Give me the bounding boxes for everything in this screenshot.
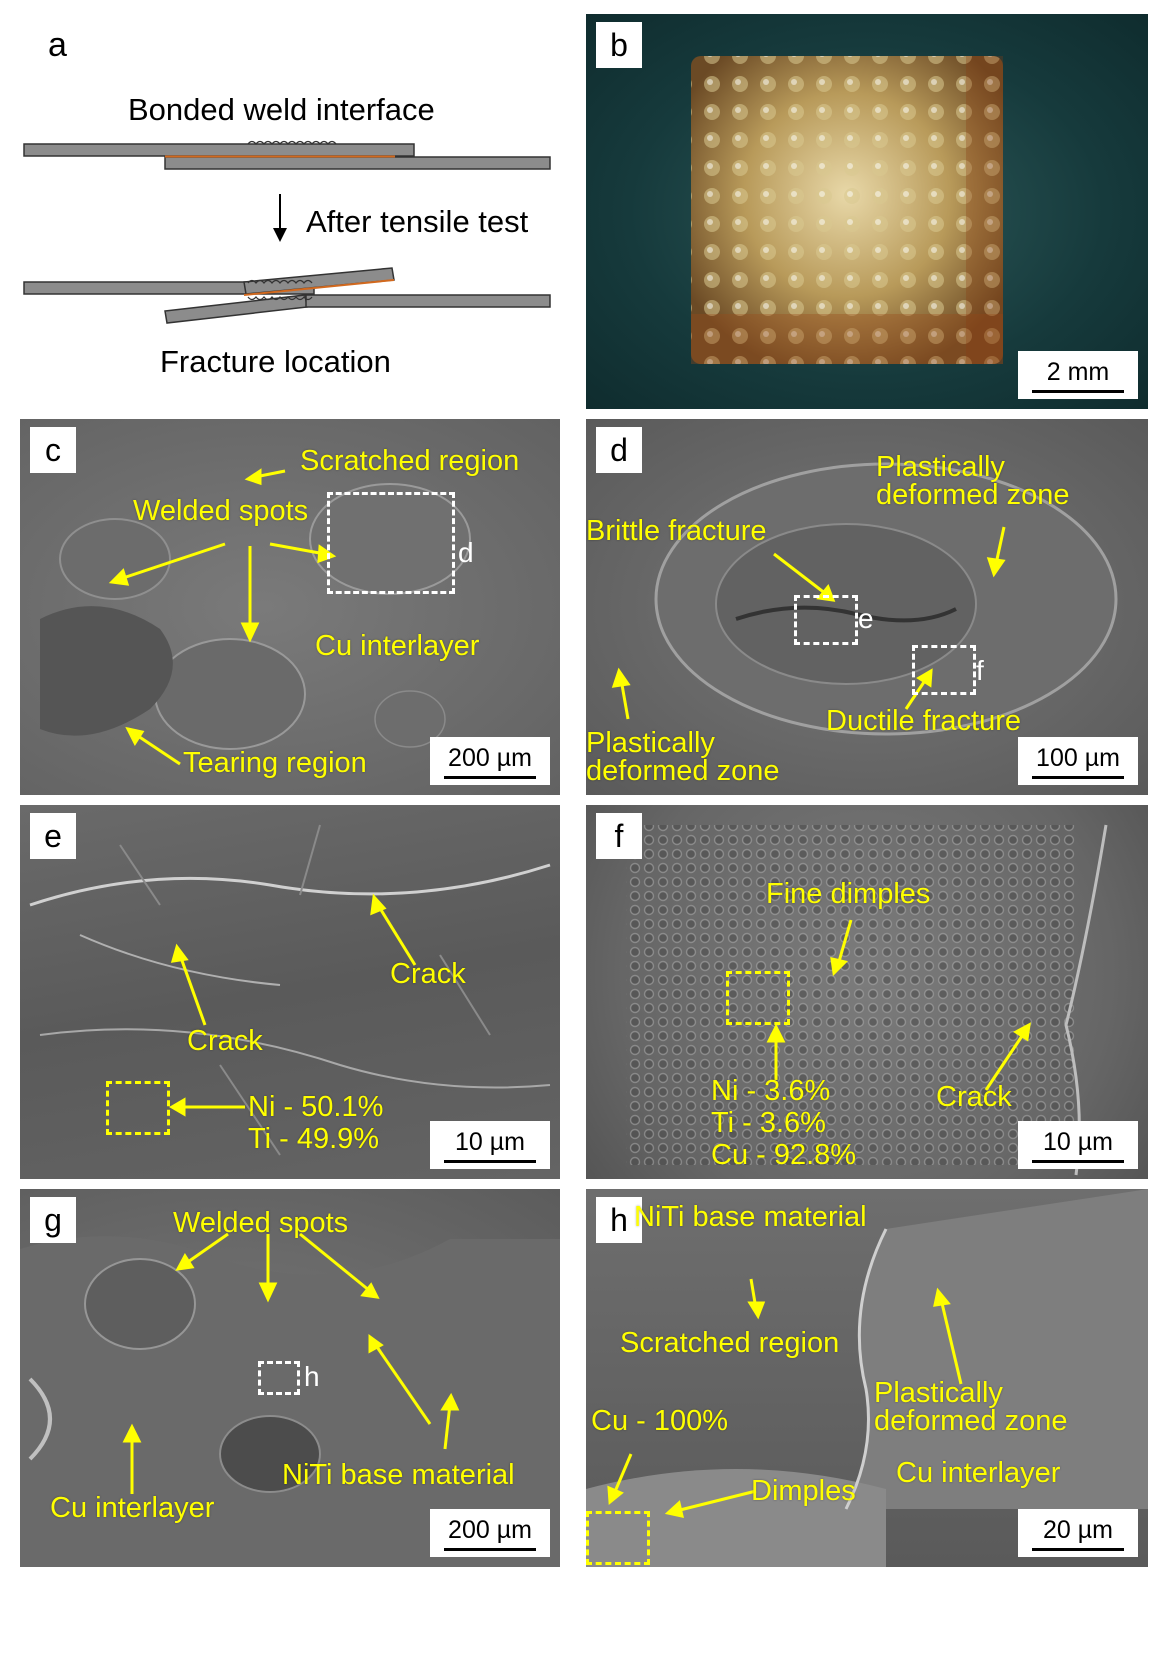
plastic-zone-top-line1: Plastically xyxy=(876,451,1005,483)
niti-base-label-g: NiTi base material xyxy=(282,1459,515,1491)
eds-cu-f: Cu - 92.8% xyxy=(711,1139,857,1171)
cu-interlayer-label-h: Cu interlayer xyxy=(896,1457,1061,1489)
detail-box-d-label: d xyxy=(458,537,474,568)
sem-texture-f xyxy=(626,824,1108,1176)
eds-box-f xyxy=(726,971,790,1025)
plastic-zone-top-line2: deformed zone xyxy=(876,479,1070,511)
eds-box-e xyxy=(106,1081,170,1135)
tearing-region-label: Tearing region xyxy=(183,747,367,779)
plastic-zone-h-line2: deformed zone xyxy=(874,1405,1068,1437)
eds-ni-f: Ni - 3.6% xyxy=(711,1075,831,1107)
panel-label-c: c xyxy=(30,427,76,473)
detail-box-e xyxy=(794,595,858,645)
scale-bar-d: 100 µm xyxy=(1018,737,1138,785)
detail-box-f-label: f xyxy=(976,655,984,686)
eds-ti-f: Ti - 3.6% xyxy=(711,1107,826,1139)
scale-text-h: 20 µm xyxy=(1043,1515,1113,1544)
after-tensile-test-label: After tensile test xyxy=(306,204,529,239)
scale-bar-f: 10 µm xyxy=(1018,1121,1138,1169)
cu-100-label: Cu - 100% xyxy=(591,1405,729,1437)
scale-bar-g: 200 µm xyxy=(430,1509,550,1557)
crack-label-f: Crack xyxy=(936,1081,1012,1113)
panel-a-schematic: a Bonded weld interface After tensile te… xyxy=(20,14,560,409)
fine-dimples-label: Fine dimples xyxy=(766,878,931,910)
scale-text-e: 10 µm xyxy=(455,1127,525,1156)
panel-f-sem: f Fine dimples Ni - 3.6% Ti - 3.6% Cu - … xyxy=(586,805,1148,1179)
scale-text-g: 200 µm xyxy=(448,1515,532,1544)
sem-texture-d xyxy=(611,462,1118,736)
panel-h-sem: h NiTi base material Scratched region Pl… xyxy=(586,1189,1148,1567)
annotation-arrows-f xyxy=(766,919,1031,1091)
panel-label-d: d xyxy=(596,427,642,473)
plastic-zone-bottom-line1: Plastically xyxy=(586,727,715,759)
welded-spots-label: Welded spots xyxy=(133,495,309,527)
scale-bar-e: 10 µm xyxy=(430,1121,550,1169)
annotation-arrows-e xyxy=(169,893,417,1117)
scale-text-f: 10 µm xyxy=(1043,1127,1113,1156)
weld-coupon-image xyxy=(691,56,1003,364)
scale-bar-h: 20 µm xyxy=(1018,1509,1138,1557)
bonded-weld-interface-label: Bonded weld interface xyxy=(128,92,435,127)
brittle-fracture-label: Brittle fracture xyxy=(586,515,767,547)
plastic-zone-bottom-line2: deformed zone xyxy=(586,755,780,787)
scale-bar-c: 200 µm xyxy=(430,737,550,785)
panel-label-b: b xyxy=(596,22,642,68)
annotation-arrows-h xyxy=(607,1278,963,1518)
eds-box-h xyxy=(586,1511,650,1565)
down-arrow-icon xyxy=(273,194,287,242)
panel-label-a: a xyxy=(48,26,67,64)
detail-box-d xyxy=(327,492,455,594)
welded-spots-label-g: Welded spots xyxy=(173,1207,349,1239)
panel-b-photo: b 2 mm xyxy=(586,14,1148,409)
scale-text-d: 100 µm xyxy=(1036,743,1120,772)
detail-box-h-label: h xyxy=(304,1361,320,1392)
weld-schematic-drawing xyxy=(23,140,551,324)
panel-label-g: g xyxy=(30,1197,76,1243)
niti-base-label-h: NiTi base material xyxy=(634,1201,867,1233)
annotation-arrows-c xyxy=(108,468,337,766)
scratched-region-label: Scratched region xyxy=(300,445,520,477)
fracture-location-label: Fracture location xyxy=(160,344,391,379)
panel-e-sem: e Crack Crack Ni - 50.1% Ti - 49.9% 10 µ… xyxy=(20,805,560,1179)
dimples-label: Dimples xyxy=(751,1475,856,1507)
eds-ni-e: Ni - 50.1% xyxy=(248,1091,384,1123)
plastic-zone-h-line1: Plastically xyxy=(874,1377,1003,1409)
cu-interlayer-label-g: Cu interlayer xyxy=(50,1492,215,1524)
annotation-arrows-g xyxy=(122,1232,460,1494)
crack-label-2: Crack xyxy=(187,1025,263,1057)
sem-texture-h xyxy=(586,1189,1148,1567)
crack-label-1: Crack xyxy=(390,958,466,990)
detail-box-f xyxy=(912,645,976,695)
panel-label-h: h xyxy=(596,1197,642,1243)
scale-text-b: 2 mm xyxy=(1046,357,1110,386)
panel-d-sem: e f d Plastically deformed zone Brittle … xyxy=(586,419,1148,795)
eds-ti-e: Ti - 49.9% xyxy=(248,1123,380,1155)
panel-label-e: e xyxy=(30,813,76,859)
panel-label-f: f xyxy=(596,813,642,859)
detail-box-h xyxy=(258,1361,300,1395)
scratched-region-label-h: Scratched region xyxy=(620,1327,840,1359)
sem-texture-c xyxy=(40,468,471,766)
scale-text-c: 200 µm xyxy=(448,743,532,772)
sem-texture-g xyxy=(20,1232,560,1567)
scale-bar-b: 2 mm xyxy=(1018,351,1138,399)
panel-g-sem: h g Welded spots Cu interlayer NiTi base… xyxy=(20,1189,560,1567)
ductile-fracture-label: Ductile fracture xyxy=(826,705,1022,737)
detail-box-e-label: e xyxy=(858,603,874,634)
cu-interlayer-label: Cu interlayer xyxy=(315,630,480,662)
panel-c-sem: d c Scratched region Welded spots Cu int… xyxy=(20,419,560,795)
sem-texture-e xyxy=(29,824,551,1156)
